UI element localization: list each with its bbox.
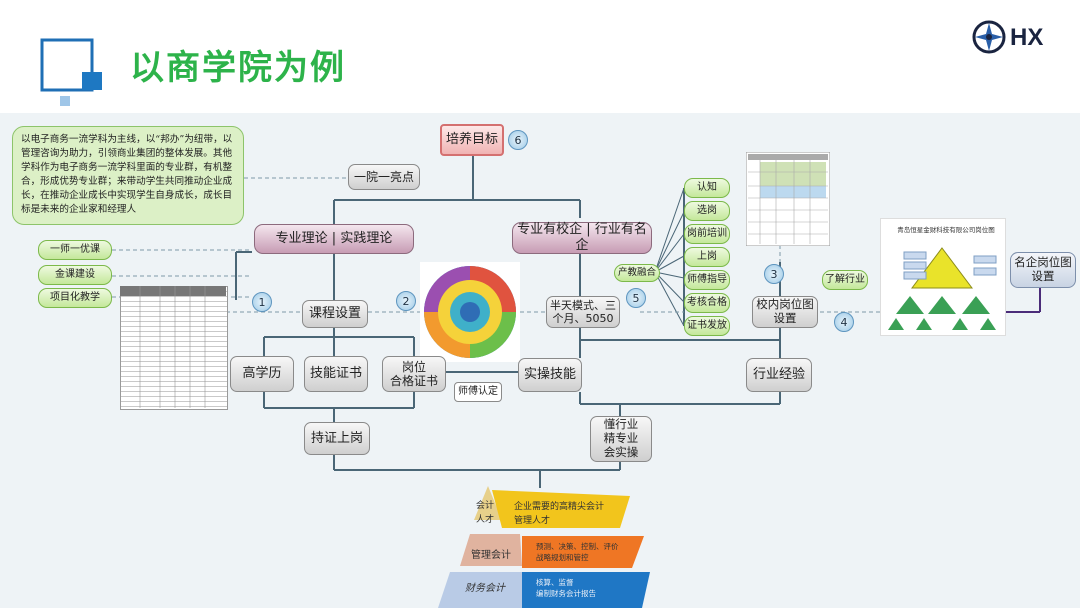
badge-6: 6 xyxy=(508,130,528,150)
course-table-image xyxy=(120,286,228,410)
node-certified-on-post: 持证上岗 xyxy=(304,422,370,455)
title-decoration-icon xyxy=(40,38,102,106)
node-understand-industry: 了解行业 xyxy=(822,270,868,290)
pyramid-bottom-label: 财务会计 xyxy=(465,583,505,594)
post-table-image xyxy=(746,152,830,246)
node-half-day-mode: 半天模式、三个月、5050 xyxy=(546,296,620,328)
pyramid-top-desc: 企业需要的高精尖会计 管理人才 xyxy=(514,502,605,526)
step-master-guidance: 师傅指导 xyxy=(684,270,730,290)
badge-4: 4 xyxy=(834,312,854,332)
left-item-teacher-course: 一师一优课 xyxy=(38,240,112,260)
page-title: 以商学院为例 xyxy=(130,48,346,88)
logo-text: HX xyxy=(1010,24,1044,51)
node-school-enterprise: 专业有校企 | 行业有名企 xyxy=(512,222,652,254)
pyramid-mid-desc: 预测、决策、控制、评价 战略规划和管控 xyxy=(536,542,619,563)
node-famous-enterprise-post-map: 名企岗位图 设置 xyxy=(1010,252,1076,288)
course-table-grid xyxy=(120,286,226,408)
node-industry-education: 产教融合 xyxy=(614,264,660,282)
node-post-qualification-cert: 岗位 合格证书 xyxy=(382,356,446,392)
left-item-golden-course: 金课建设 xyxy=(38,265,112,285)
wheel-chart-image xyxy=(420,262,520,362)
pyramid-bottom-desc: 核算、监督 编制财务会计报告 xyxy=(536,578,596,599)
step-certificate-issue: 证书发放 xyxy=(684,316,730,336)
node-high-degree: 高学历 xyxy=(230,356,294,392)
node-practical-skills: 实操技能 xyxy=(518,358,582,392)
pyramid-top-label: 会计 人才 xyxy=(475,501,494,525)
step-on-post: 上岗 xyxy=(684,247,730,267)
step-choose-post: 选岗 xyxy=(684,201,730,221)
badge-5: 5 xyxy=(626,288,646,308)
node-master-certification: 师傅认定 xyxy=(454,382,502,402)
step-pre-job-training: 岗前培训 xyxy=(684,224,730,244)
node-campus-post-map: 校内岗位图 设置 xyxy=(752,296,818,328)
badge-1: 1 xyxy=(252,292,272,312)
company-chart-diagram xyxy=(888,247,997,330)
step-assessment-pass: 考核合格 xyxy=(684,293,730,313)
node-know-industry: 懂行业 精专业 会实操 xyxy=(590,416,652,462)
badge-2: 2 xyxy=(396,291,416,311)
pyramid-mid-label: 管理会计 xyxy=(471,550,511,561)
company-chart-title: 青岛恒星金财科技有限公司岗位图 xyxy=(897,226,995,234)
node-skill-certificate: 技能证书 xyxy=(304,356,368,392)
node-theory-practice: 专业理论 | 实践理论 xyxy=(254,224,414,254)
node-course-setting: 课程设置 xyxy=(302,300,368,328)
step-cognition: 认知 xyxy=(684,178,730,198)
left-item-project-teaching: 项目化教学 xyxy=(38,288,112,308)
badge-3: 3 xyxy=(764,264,784,284)
node-training-goal: 培养目标 xyxy=(440,124,504,156)
node-one-college-highlight: 一院一亮点 xyxy=(348,164,420,190)
talent-pyramid xyxy=(438,486,650,608)
compass-logo-icon xyxy=(972,20,1006,54)
description-note: 以电子商务一流学科为主线，以“邦办”为纽带，以管理咨询为助力，引领商业集团的整体… xyxy=(12,126,244,225)
node-industry-experience: 行业经验 xyxy=(746,358,812,392)
